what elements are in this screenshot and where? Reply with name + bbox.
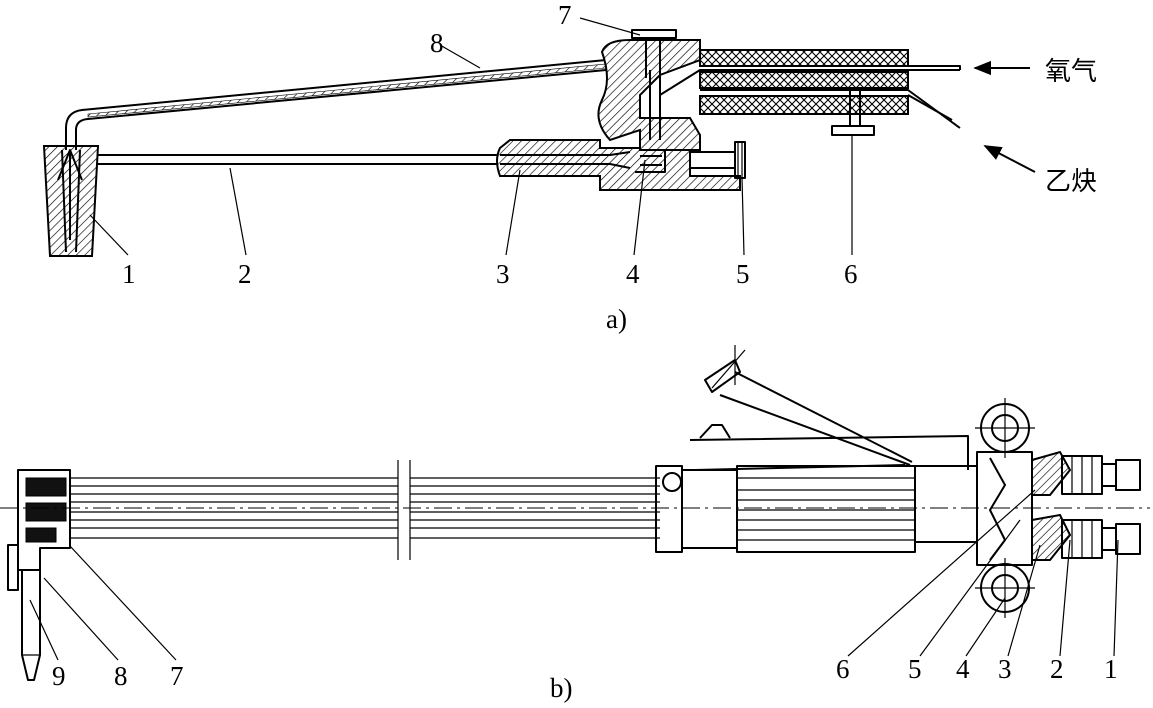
fig-a-part-2: 2 — [238, 259, 252, 289]
fig-b-part-9: 9 — [52, 661, 66, 691]
fig-b-part-6: 6 — [836, 654, 850, 684]
hose-fittings — [1031, 450, 1141, 561]
fig-b-part-4: 4 — [956, 654, 970, 684]
fig-b-part-8: 8 — [114, 661, 128, 691]
cutting-tubes — [0, 460, 1150, 560]
upper-valve-wheel — [975, 398, 1035, 458]
nozzle-tip — [42, 145, 100, 257]
lower-valve-wheel — [975, 558, 1035, 618]
fig-a-part-5: 5 — [736, 259, 750, 289]
fig-a-part-3: 3 — [496, 259, 510, 289]
cutting-handle — [655, 424, 978, 553]
mixing-chamber — [496, 139, 741, 191]
oxygen-lever — [704, 345, 913, 466]
figure-a-drawing: 1 2 3 4 5 6 7 8 氧气 乙炔 a) — [42, 0, 1097, 334]
fig-a-part-8: 8 — [430, 28, 444, 58]
acetylene-inlet-arrow — [983, 145, 1036, 173]
mixing-tube — [98, 154, 500, 165]
oxygen-valve-screw — [631, 29, 677, 78]
fig-b-part-2: 2 — [1050, 654, 1064, 684]
fig-a-part-7: 7 — [558, 0, 572, 30]
fig-a-caption: a) — [606, 304, 627, 334]
fig-b-caption: b) — [550, 673, 573, 703]
figure-b-drawing: 9 8 7 6 5 4 3 2 1 b) — [0, 345, 1150, 703]
handle-body — [597, 39, 960, 151]
handle-insulation — [699, 49, 961, 129]
fig-b-part-7: 7 — [170, 661, 184, 691]
fig-b-part-3: 3 — [998, 654, 1012, 684]
acetylene-label: 乙炔 — [1045, 167, 1097, 197]
fig-a-part-1: 1 — [122, 259, 136, 289]
oxygen-label: 氧气 — [1045, 57, 1097, 87]
cutting-head — [7, 469, 71, 681]
oxygen-tube — [65, 59, 607, 150]
fig-b-part-5: 5 — [908, 654, 922, 684]
figure-b-leader-lines — [29, 489, 1119, 661]
acetylene-valve-knob — [690, 141, 746, 179]
fig-a-part-4: 4 — [626, 259, 640, 289]
fig-b-part-1: 1 — [1104, 654, 1118, 684]
fig-a-part-6: 6 — [844, 259, 858, 289]
acetylene-valve-screw — [831, 88, 875, 136]
figure-a-leader-lines — [89, 17, 853, 256]
